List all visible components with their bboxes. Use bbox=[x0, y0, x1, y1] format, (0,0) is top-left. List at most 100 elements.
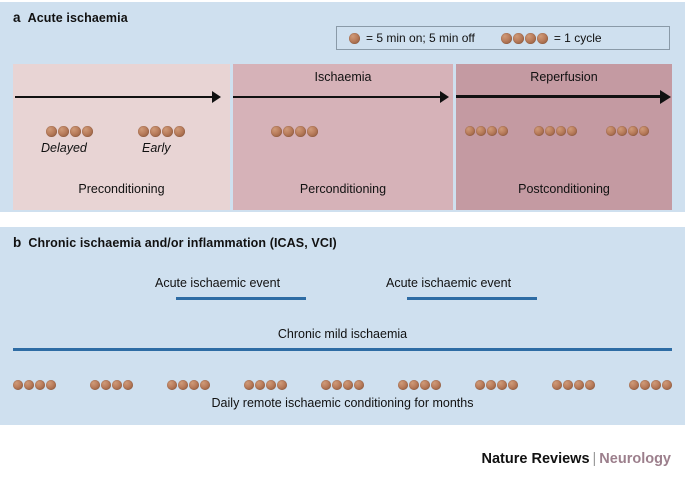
sphere-icon bbox=[629, 379, 639, 390]
dot-cluster-per bbox=[271, 126, 318, 137]
sphere-icon bbox=[552, 379, 562, 390]
sphere-icon bbox=[174, 126, 185, 137]
legend-box: = 5 min on; 5 min off = 1 cycle bbox=[336, 26, 670, 50]
sphere-icon bbox=[512, 32, 524, 44]
sphere-icon bbox=[58, 126, 69, 137]
journal-section: Neurology bbox=[599, 451, 671, 467]
dot-cluster bbox=[13, 379, 56, 390]
sphere-icon bbox=[574, 379, 584, 390]
legend-cycle-group: = 1 cycle bbox=[500, 31, 602, 45]
sphere-icon bbox=[354, 379, 364, 390]
panel-a-title: Acute ischaemia bbox=[27, 11, 128, 25]
sphere-icon bbox=[295, 126, 306, 137]
sphere-icon bbox=[266, 379, 276, 390]
arrow-head-icon bbox=[212, 91, 221, 103]
label-early: Early bbox=[142, 141, 171, 155]
sphere-icon bbox=[498, 126, 508, 136]
dot-cluster-post-1 bbox=[465, 126, 508, 136]
acute-event-line-2 bbox=[407, 297, 537, 300]
sphere-icon bbox=[138, 126, 149, 137]
subpanel-preconditioning: Delayed Early Preconditioning bbox=[13, 64, 230, 210]
sphere-icon bbox=[82, 126, 93, 137]
daily-conditioning-dot-row bbox=[13, 378, 672, 391]
dot-cluster bbox=[321, 379, 364, 390]
dot-cluster bbox=[475, 379, 518, 390]
sphere-icon bbox=[585, 379, 595, 390]
journal-footer: Nature Reviews|Neurology bbox=[482, 451, 671, 467]
sphere-icon bbox=[123, 379, 133, 390]
sphere-icon bbox=[524, 32, 536, 44]
sphere-icon bbox=[35, 379, 45, 390]
arrow-line bbox=[15, 96, 213, 98]
dot-cluster bbox=[244, 379, 287, 390]
journal-name: Nature Reviews bbox=[481, 451, 590, 467]
arrow-preconditioning bbox=[15, 91, 221, 103]
journal-separator: | bbox=[592, 451, 597, 467]
subpanel-perconditioning-footer: Perconditioning bbox=[299, 182, 387, 196]
acute-event-label-1: Acute ischaemic event bbox=[155, 276, 281, 290]
sphere-icon bbox=[475, 379, 485, 390]
acute-event-line-1 bbox=[176, 297, 306, 300]
sphere-icon bbox=[534, 126, 544, 136]
sphere-cluster-icon bbox=[500, 32, 548, 44]
chronic-ischaemia-label: Chronic mild ischaemia bbox=[277, 327, 408, 341]
sphere-icon bbox=[556, 126, 566, 136]
sphere-icon bbox=[420, 379, 430, 390]
sphere-icon bbox=[640, 379, 650, 390]
sphere-icon bbox=[162, 126, 173, 137]
sphere-icon bbox=[321, 379, 331, 390]
sphere-icon bbox=[500, 32, 512, 44]
dot-cluster bbox=[398, 379, 441, 390]
sphere-icon bbox=[487, 126, 497, 136]
subpanel-postconditioning-heading: Reperfusion bbox=[530, 70, 598, 84]
sphere-icon bbox=[200, 379, 210, 390]
arrow-ischaemia bbox=[233, 91, 451, 103]
sphere-icon bbox=[332, 379, 342, 390]
sphere-icon bbox=[567, 126, 577, 136]
sphere-icon bbox=[536, 32, 548, 44]
sphere-icon bbox=[307, 126, 318, 137]
label-delayed: Delayed bbox=[41, 141, 87, 155]
arrow-head-icon bbox=[660, 90, 671, 104]
sphere-icon bbox=[46, 126, 57, 137]
legend-cycle-text: = 1 cycle bbox=[553, 31, 602, 45]
sphere-icon bbox=[409, 379, 419, 390]
legend-single-text: = 5 min on; 5 min off bbox=[366, 31, 475, 45]
subpanel-postconditioning: Reperfusion bbox=[456, 64, 672, 210]
sphere-icon bbox=[271, 126, 282, 137]
sphere-icon bbox=[545, 126, 555, 136]
sphere-icon bbox=[349, 32, 360, 44]
sphere-icon bbox=[70, 126, 81, 137]
dot-cluster bbox=[629, 379, 672, 390]
sphere-icon bbox=[112, 379, 122, 390]
sphere-icon bbox=[628, 126, 638, 136]
sphere-icon bbox=[24, 379, 34, 390]
dot-cluster bbox=[552, 379, 595, 390]
dot-cluster bbox=[167, 379, 210, 390]
subpanel-perconditioning: Ischaemia Perconditioning bbox=[233, 64, 453, 210]
panel-b-letter: b bbox=[13, 235, 22, 250]
sphere-icon bbox=[398, 379, 408, 390]
sphere-icon bbox=[101, 379, 111, 390]
subpanel-postconditioning-footer: Postconditioning bbox=[518, 182, 610, 196]
sphere-icon bbox=[277, 379, 287, 390]
acute-event-label-2: Acute ischaemic event bbox=[386, 276, 512, 290]
sphere-icon bbox=[46, 379, 56, 390]
sphere-icon bbox=[167, 379, 177, 390]
sphere-icon bbox=[662, 379, 672, 390]
legend-single-group: = 5 min on; 5 min off bbox=[349, 31, 475, 45]
sphere-icon bbox=[90, 379, 100, 390]
dot-cluster-early bbox=[138, 126, 185, 137]
sphere-icon bbox=[244, 379, 254, 390]
sphere-icon bbox=[651, 379, 661, 390]
daily-conditioning-caption: Daily remote ischaemic conditioning for … bbox=[211, 396, 474, 410]
arrow-line bbox=[233, 96, 441, 98]
subpanel-perconditioning-heading: Ischaemia bbox=[314, 70, 372, 84]
chronic-ischaemia-line bbox=[13, 348, 672, 351]
arrow-line bbox=[456, 95, 662, 98]
sphere-icon bbox=[508, 379, 518, 390]
